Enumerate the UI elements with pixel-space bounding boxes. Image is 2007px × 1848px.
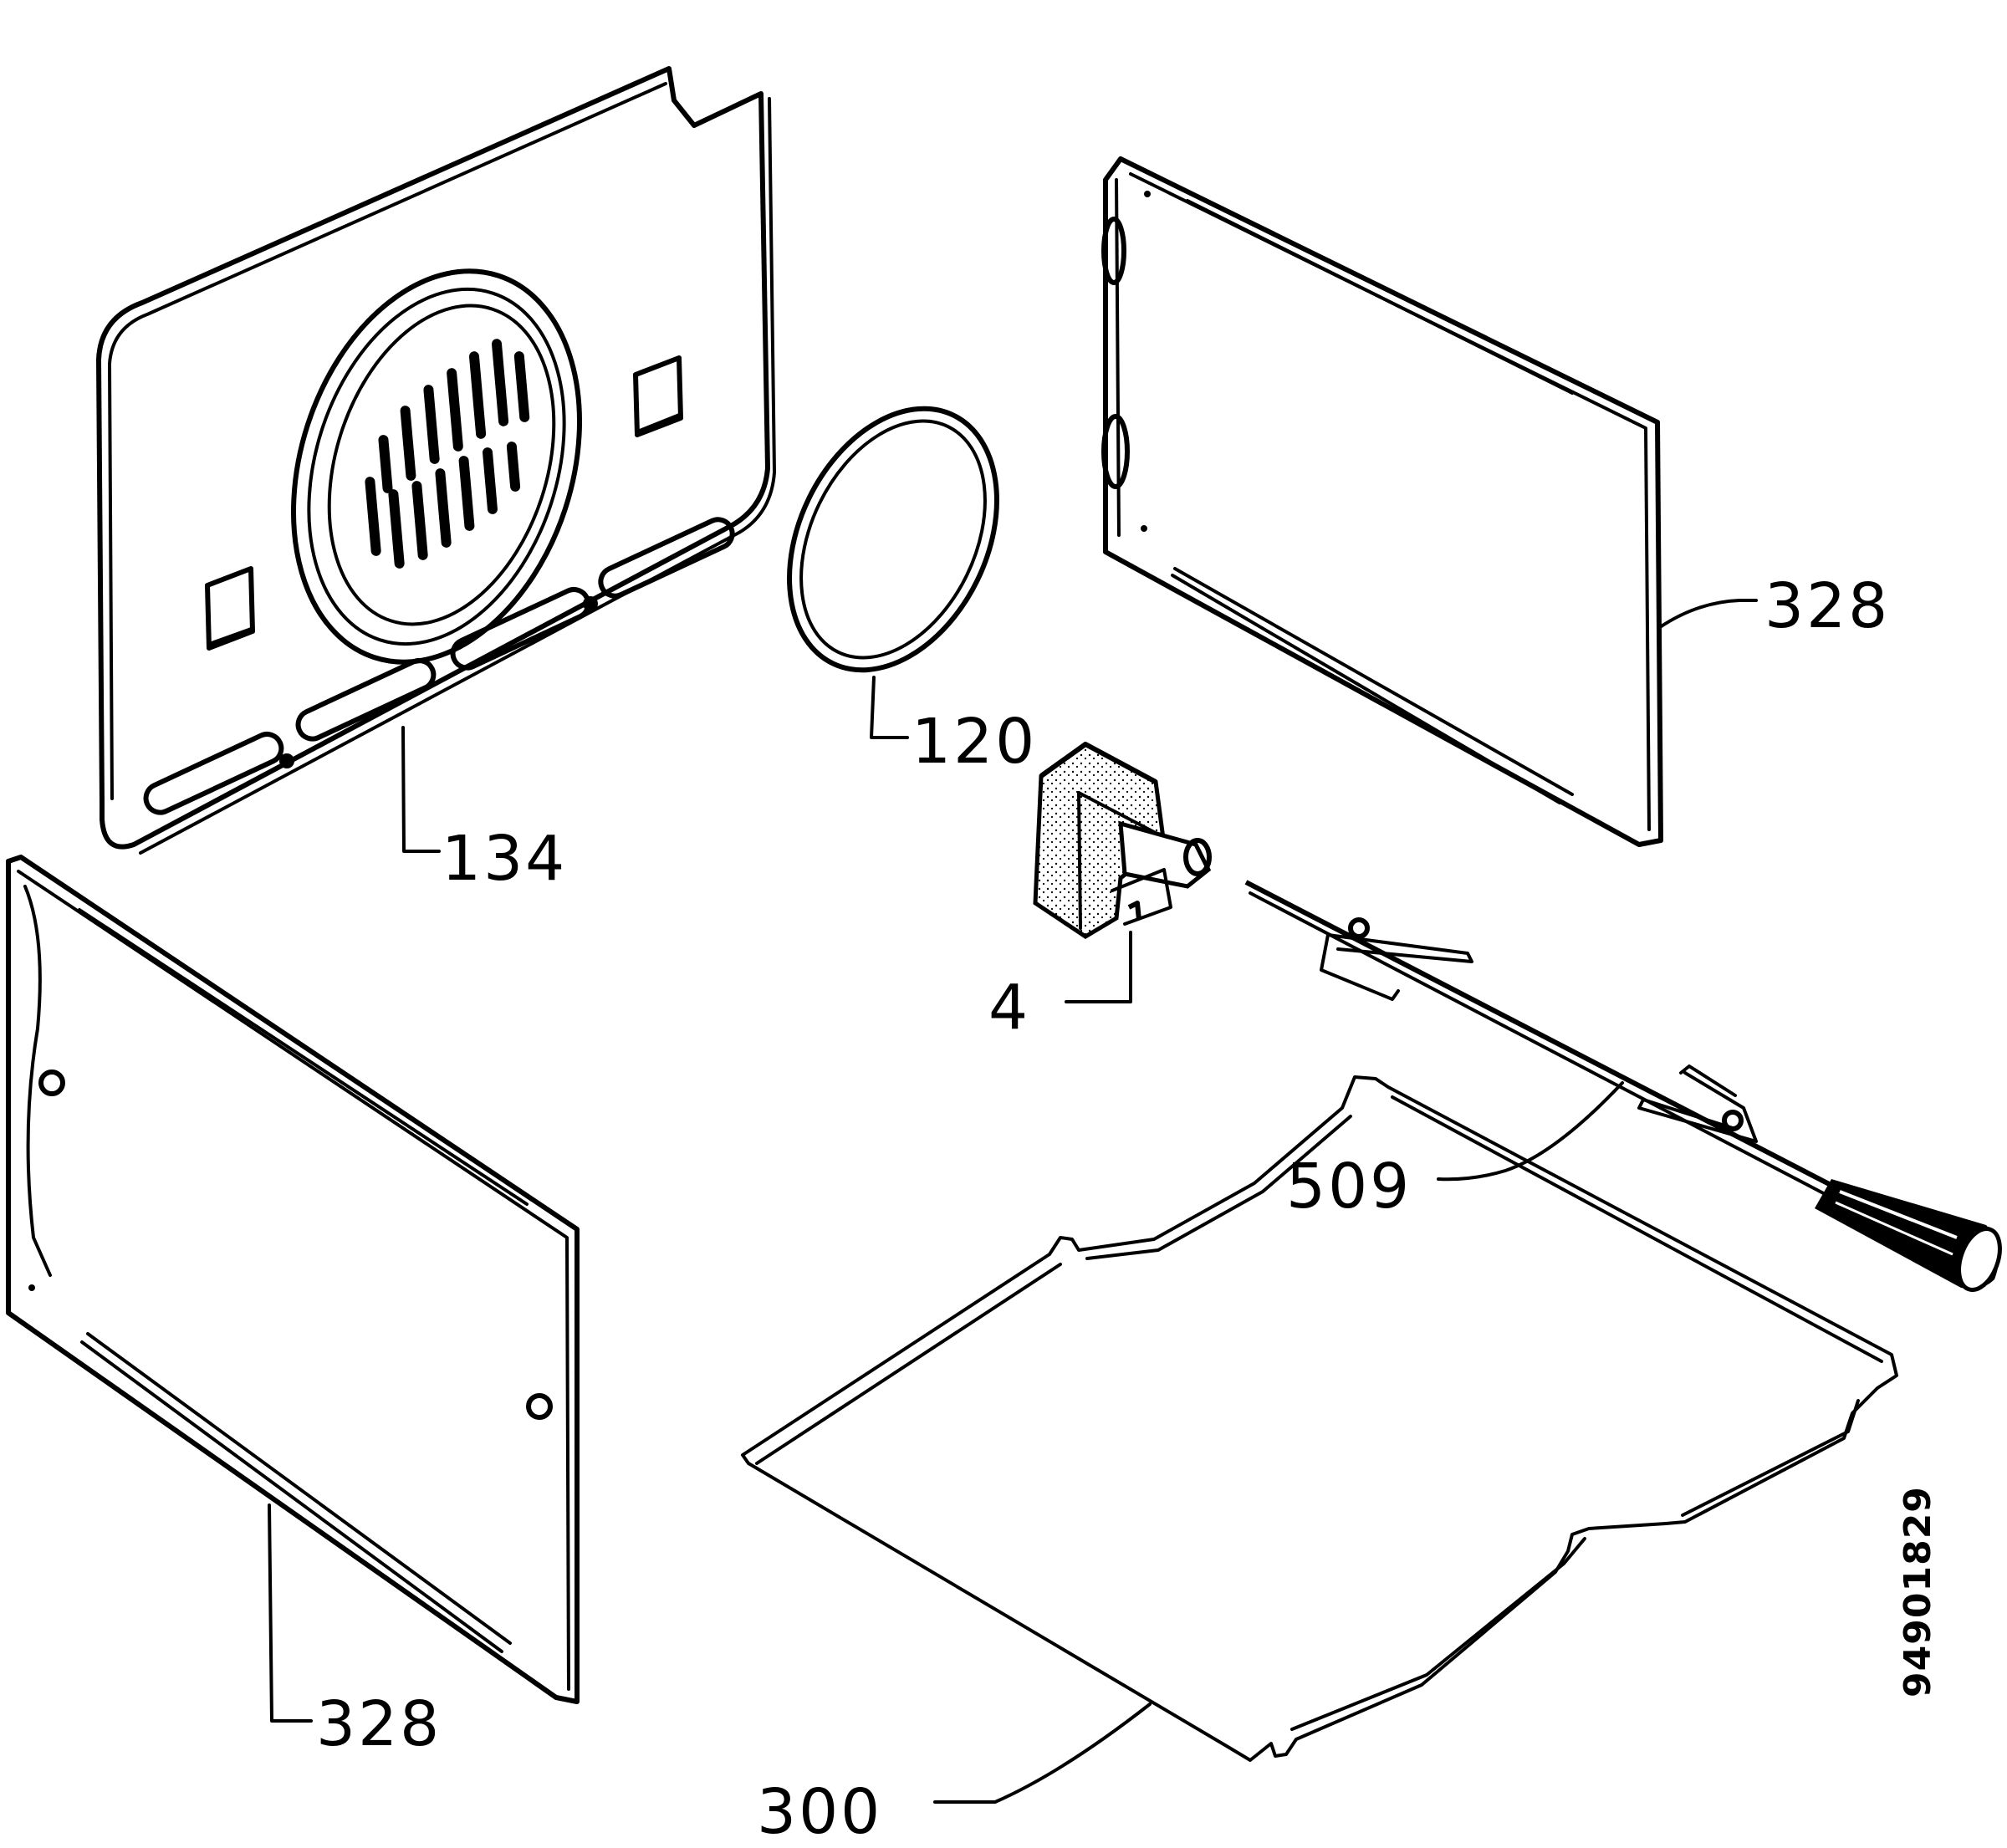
label-side-panel-right: 328 (1764, 570, 1891, 642)
panel-slots (143, 517, 735, 815)
label-fan-filter: 120 (912, 706, 1038, 778)
leader-lines (268, 599, 1758, 1804)
label-side-panel-left: 328 (316, 1688, 442, 1760)
side-panel-right-part (1101, 156, 1663, 847)
fan-grille-slots (365, 339, 530, 569)
label-spit: 509 (1286, 1151, 1412, 1223)
document-code: 94901829 (1897, 1486, 1939, 1697)
fan-filter-part (787, 406, 999, 673)
spit-part (1244, 880, 2002, 1292)
shelf-part (741, 1075, 1898, 1762)
rear-panel-part (96, 66, 776, 855)
label-rear-panel: 134 (442, 823, 568, 895)
side-panel-left-part (6, 855, 580, 1704)
label-switch: 4 (988, 972, 1031, 1044)
switch-part (1033, 742, 1212, 939)
label-shelf: 300 (757, 1776, 883, 1848)
